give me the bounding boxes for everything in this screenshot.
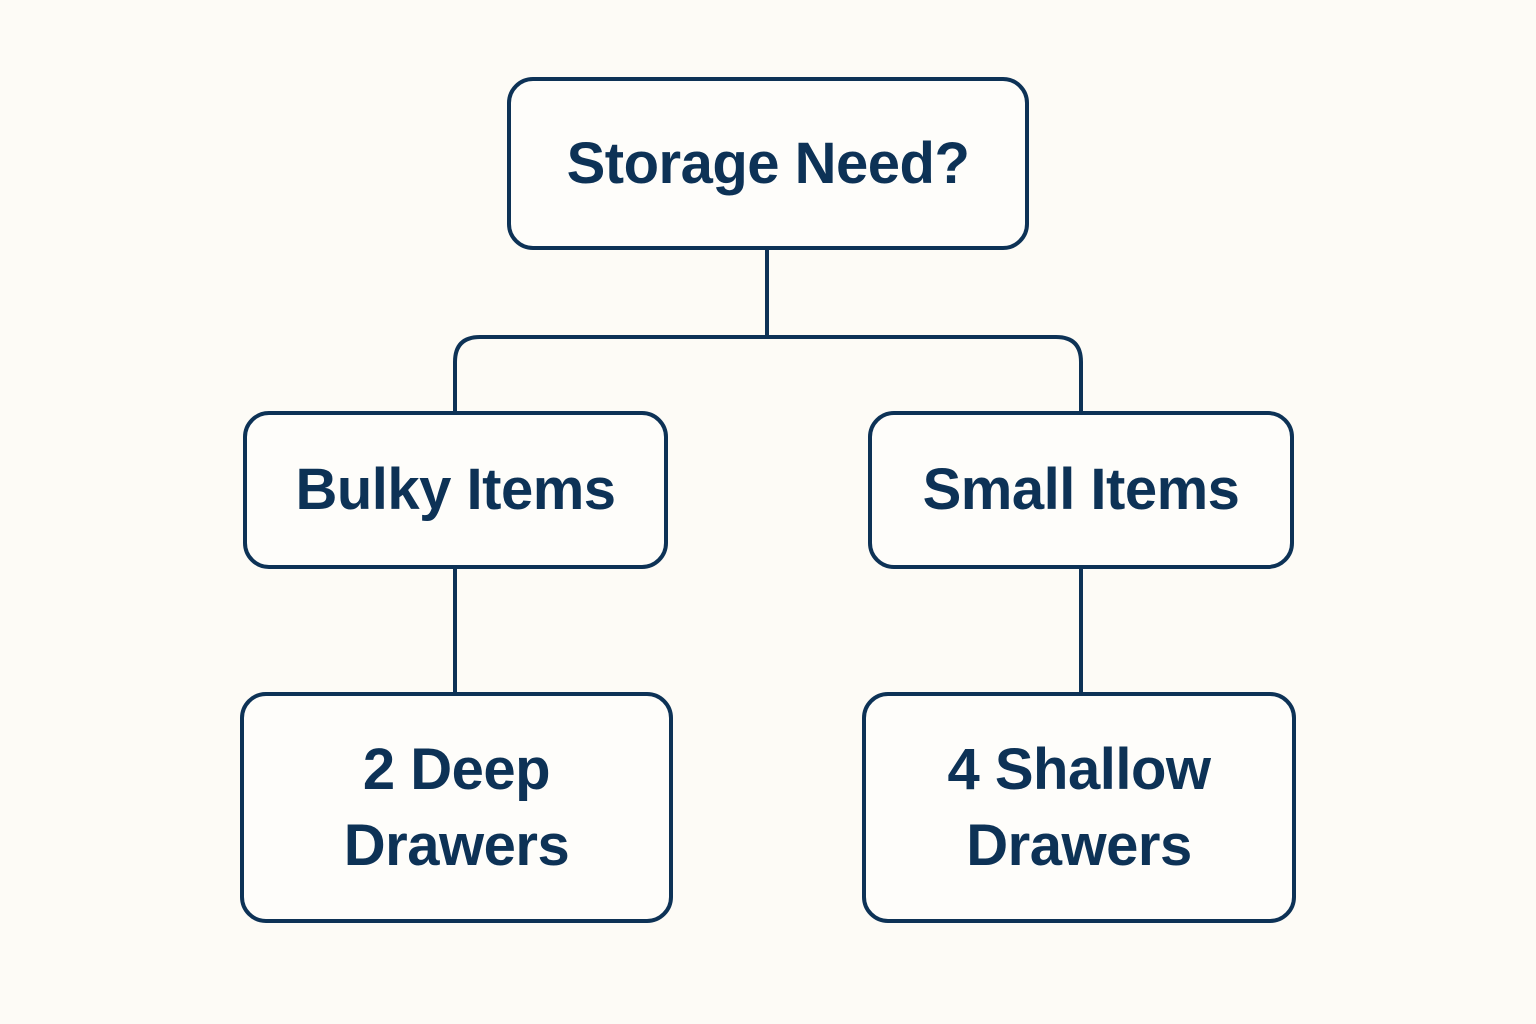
bulky-items-node: Bulky Items xyxy=(243,411,668,569)
shallow-drawers-node: 4 Shallow Drawers xyxy=(862,692,1296,923)
small-items-label: Small Items xyxy=(922,457,1240,522)
shallow-drawers-label: 4 Shallow Drawers xyxy=(947,736,1211,878)
branch-connector xyxy=(453,335,1083,411)
deep-drawers-label: 2 Deep Drawers xyxy=(343,736,570,878)
small-items-node: Small Items xyxy=(868,411,1294,569)
root-label: Storage Need? xyxy=(566,130,970,196)
root-node: Storage Need? xyxy=(507,77,1029,250)
deep-drawers-node: 2 Deep Drawers xyxy=(240,692,673,923)
bulky-items-label: Bulky Items xyxy=(295,457,616,522)
